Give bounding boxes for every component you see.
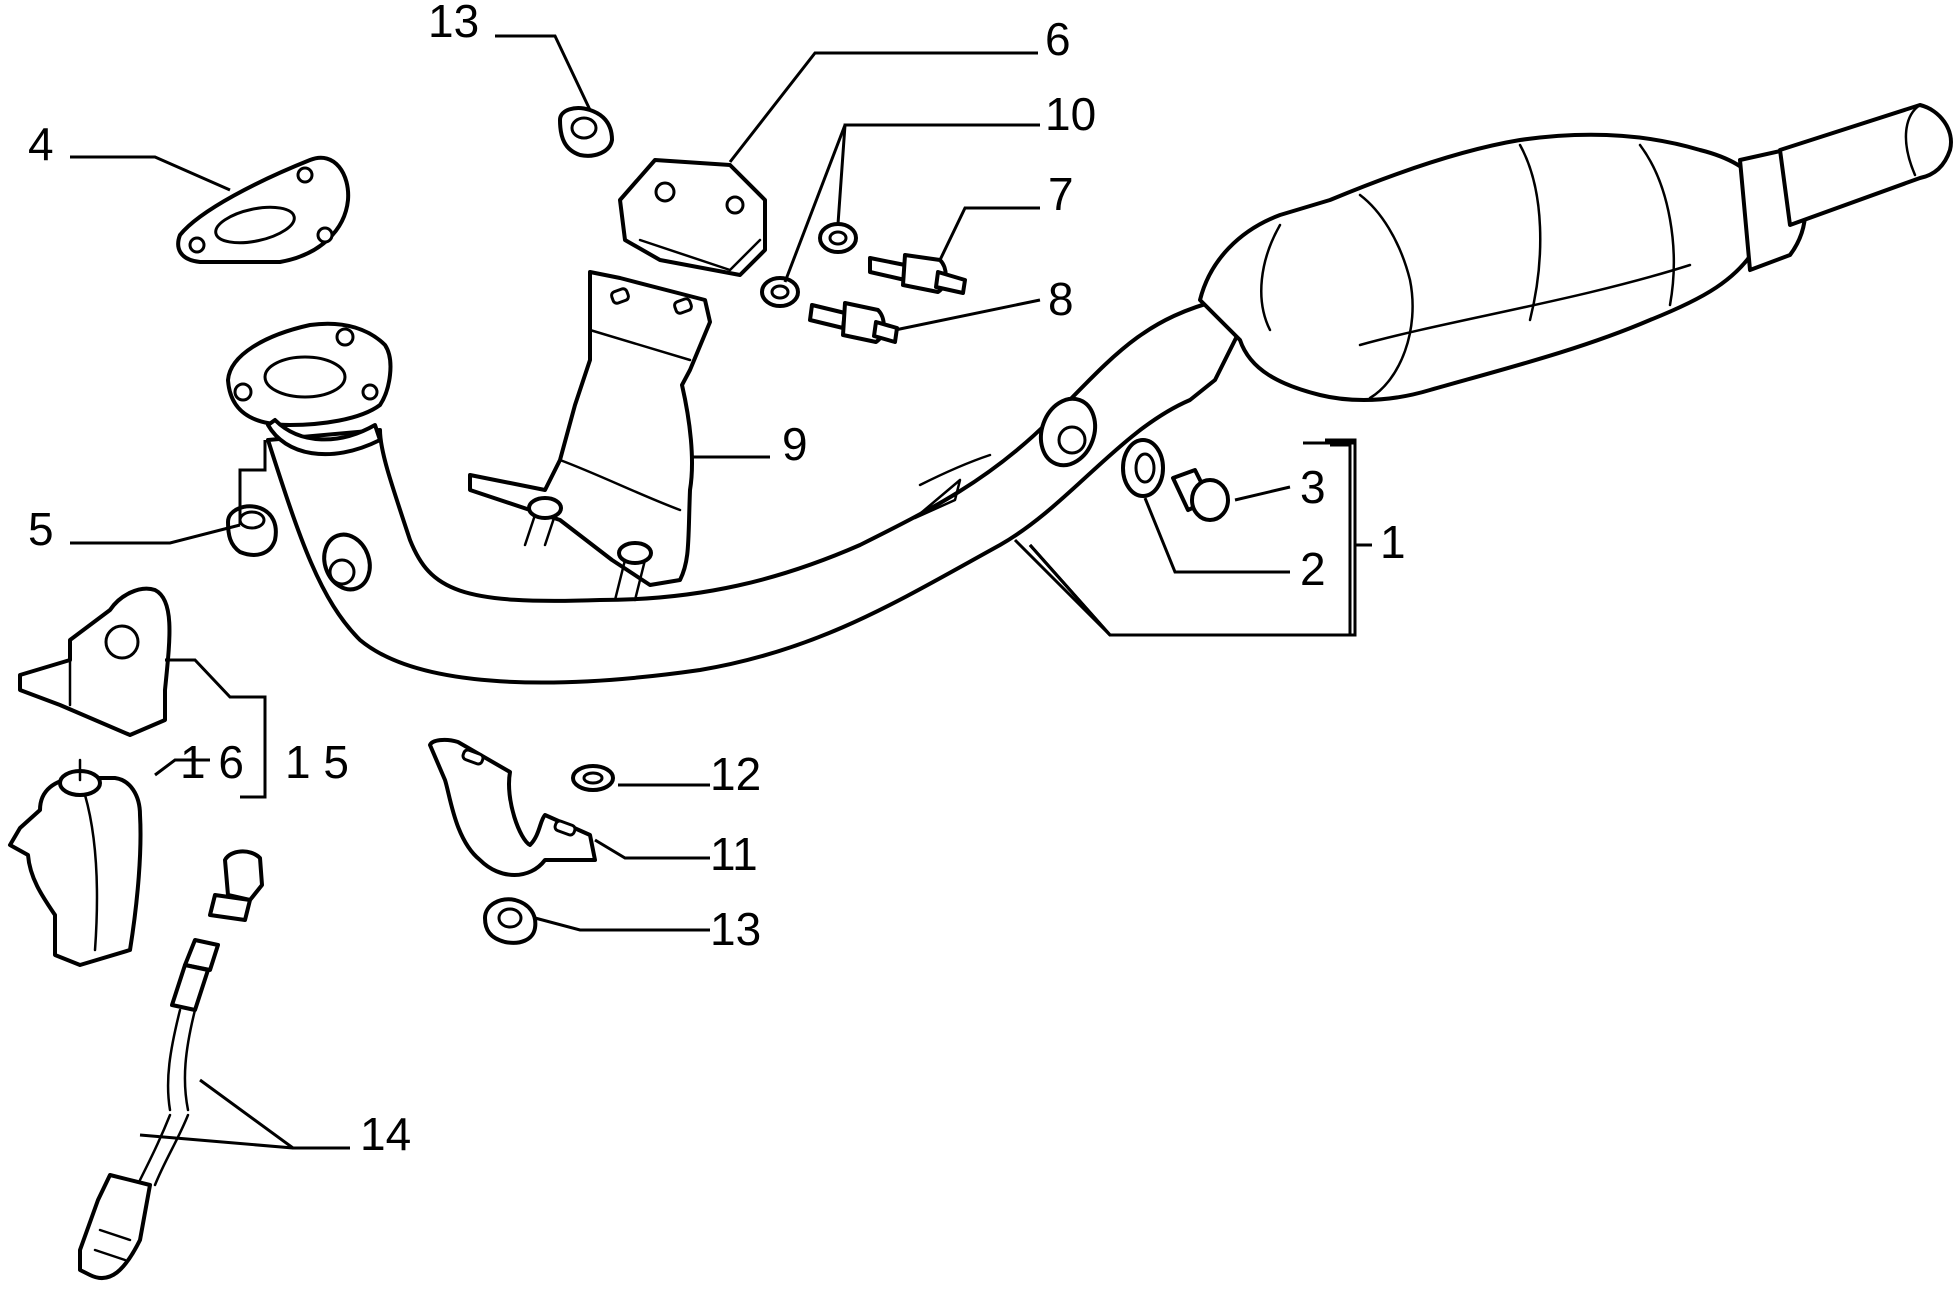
callout-5: 5 [28, 503, 54, 555]
callout-15: 1 5 [285, 736, 349, 788]
stud-8 [808, 301, 899, 344]
callout-2: 2 [1300, 543, 1326, 595]
callout-9: 9 [782, 418, 808, 470]
callout-13-top: 13 [428, 0, 479, 47]
nut-5 [226, 504, 278, 557]
bracket-11 [428, 737, 597, 877]
lock-washer-10b [760, 276, 800, 308]
callout-4: 4 [28, 118, 54, 170]
stud-7 [868, 253, 967, 295]
callout-11: 11 [710, 828, 758, 880]
mount-6 [618, 158, 767, 277]
callout-12: 12 [710, 748, 761, 800]
callout-14: 14 [360, 1108, 411, 1160]
callout-10: 10 [1045, 88, 1096, 140]
oxygen-sensor-14 [78, 849, 264, 1281]
callout-16: 1 6 [180, 736, 244, 788]
washer-2 [1121, 438, 1165, 498]
callout-6: 6 [1045, 13, 1071, 65]
washer-12 [571, 764, 615, 792]
callout-13-bottom: 13 [710, 903, 761, 955]
lock-washer-10a [818, 222, 858, 254]
bracket-9 [468, 270, 712, 602]
exhaust-pipe-assembly [226, 103, 1953, 685]
gasket-4 [176, 155, 351, 264]
callout-3: 3 [1300, 461, 1326, 513]
group-brackets [240, 441, 1357, 799]
clamp-16 [8, 758, 143, 967]
callout-labels: 13 6 10 4 7 8 9 3 1 5 2 1 6 1 5 12 11 13… [28, 0, 1406, 1160]
callout-8: 8 [1048, 273, 1074, 325]
bracket-15 [18, 586, 172, 737]
plug-3 [1171, 468, 1230, 522]
nut-13-bottom [483, 897, 538, 945]
callout-7: 7 [1048, 168, 1074, 220]
nut-13-top [558, 106, 614, 158]
callout-1: 1 [1380, 516, 1406, 568]
